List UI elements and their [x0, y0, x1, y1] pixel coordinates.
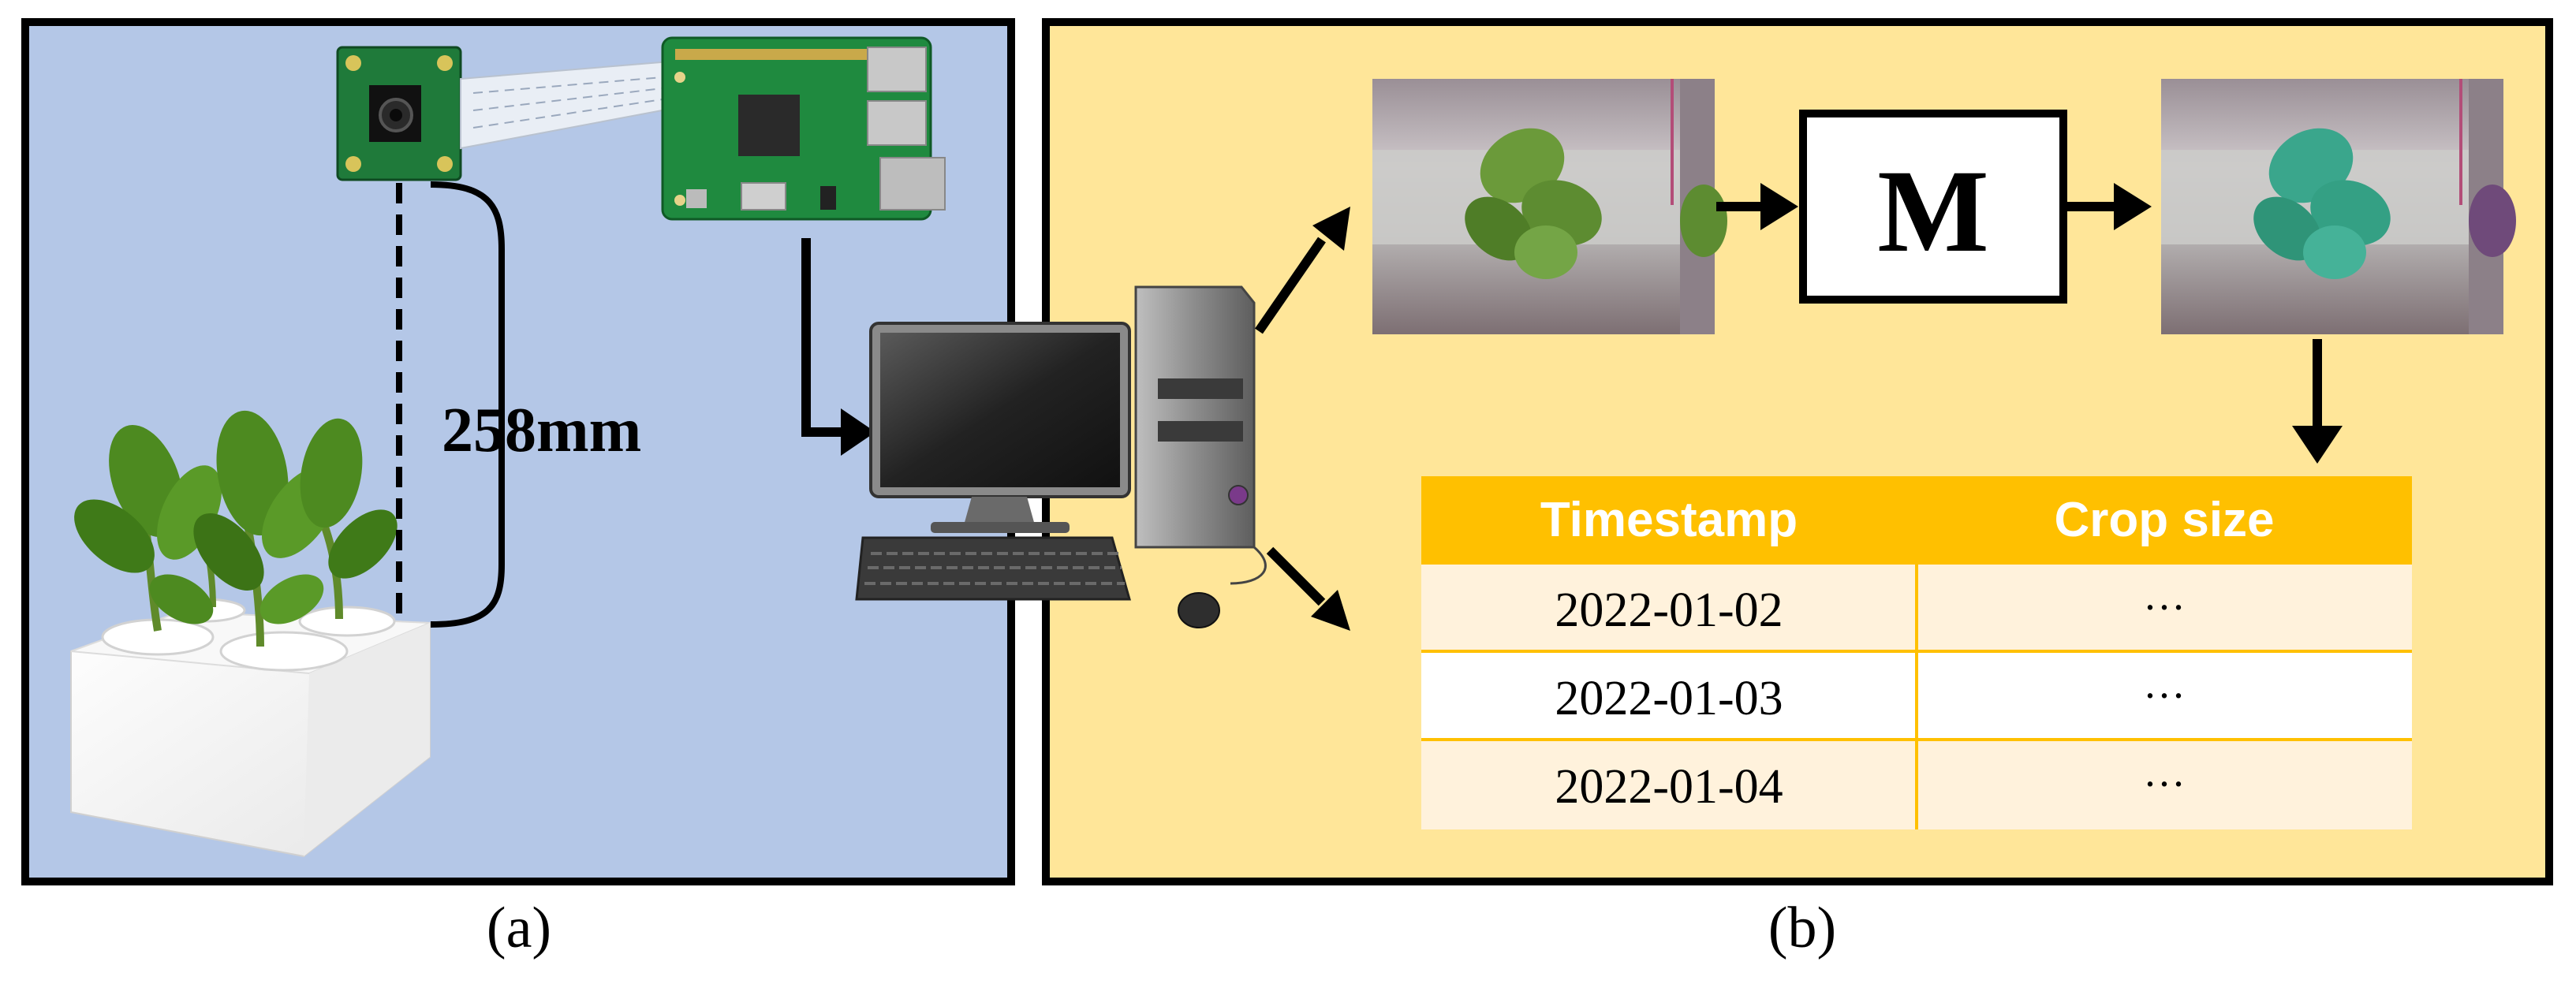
- table-header-crop-size: Crop size: [2054, 493, 2274, 547]
- desktop-computer-icon: [855, 285, 1267, 628]
- distance-bracket: [430, 181, 505, 628]
- arrow-computer-to-table: [1266, 546, 1326, 606]
- panel-b-caption: (b): [1768, 896, 1837, 960]
- table-header-row: [1421, 476, 2412, 563]
- table-cell-size: ···: [2143, 672, 2186, 719]
- segmented-lettuce-photo-icon: [2161, 79, 2516, 334]
- table-cell-size: ···: [2143, 760, 2186, 807]
- table-cell-date: 2022-01-03: [1555, 672, 1783, 725]
- ribbon-cable-icon: [460, 60, 671, 150]
- arrow-pi-to-computer: [801, 238, 842, 437]
- table-header-timestamp: Timestamp: [1540, 493, 1798, 547]
- table-cell-size: ···: [2143, 583, 2186, 631]
- model-label: M: [1877, 146, 1989, 277]
- distance-label: 258mm: [442, 396, 641, 465]
- model-box: [1799, 110, 2067, 304]
- table-cell-date: 2022-01-02: [1555, 583, 1783, 637]
- panel-a-caption: (a): [486, 896, 552, 960]
- lettuce-photo-icon: [1372, 79, 1727, 334]
- raspberry-pi-board-icon: [661, 36, 946, 221]
- hydroponic-plant-box-icon: [70, 410, 431, 858]
- arrow-computer-to-photo: [1255, 237, 1326, 334]
- crop-size-table: Timestamp Crop size 2022-01-02 ··· 2022-…: [1421, 476, 2412, 829]
- table-cell-date: 2022-01-04: [1555, 760, 1783, 814]
- raspberry-pi-camera-icon: [336, 46, 462, 181]
